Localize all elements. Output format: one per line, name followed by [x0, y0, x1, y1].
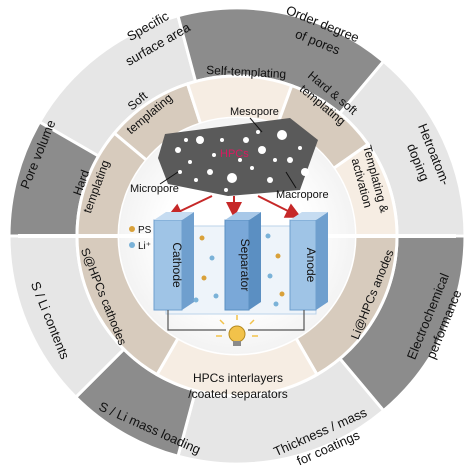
- pore: [277, 130, 287, 140]
- external-circuit-right: [248, 310, 305, 331]
- middle-label-self-templating: Self-templating: [206, 63, 287, 81]
- anode-top: [290, 212, 328, 220]
- cathode-top: [154, 212, 194, 220]
- li-ion: [193, 297, 199, 303]
- pore: [212, 153, 216, 157]
- ions-group: [193, 233, 285, 307]
- pores-group: [175, 130, 309, 192]
- li-ion: [213, 293, 219, 299]
- pore: [224, 188, 228, 192]
- pore: [267, 177, 273, 183]
- anode-plate: [289, 219, 317, 311]
- pore: [178, 170, 182, 174]
- li-ion: [267, 273, 273, 279]
- separator-plate: [224, 219, 250, 311]
- hpcs-label: HPCs: [220, 148, 249, 160]
- battery-cell: Cathode Separator Anode: [153, 212, 328, 331]
- li-ion-legend-dot: [129, 242, 135, 248]
- ps-ion-legend-dot: [129, 226, 135, 232]
- bulb-ray-2: [249, 319, 255, 325]
- ps-ion: [279, 291, 285, 297]
- middle-ring: [75, 74, 399, 398]
- pore: [301, 168, 309, 176]
- anode-label: Anode: [304, 248, 318, 283]
- pore: [256, 130, 260, 134]
- middle-label-hpcs-interlayers-1: HPCs interlayers: [193, 371, 283, 385]
- ps-ion: [201, 275, 207, 281]
- separator-top: [225, 212, 261, 220]
- pore: [273, 158, 277, 162]
- arrow-to-anode: [257, 195, 302, 218]
- ps-ion: [199, 235, 205, 241]
- pore: [238, 158, 242, 162]
- separator-side: [249, 212, 261, 310]
- cathode-label: Cathode: [170, 242, 184, 288]
- cathode-side: [182, 212, 194, 310]
- separator-label: Separator: [238, 239, 252, 292]
- pore: [258, 146, 266, 154]
- macropore-pointer: [285, 171, 297, 189]
- anode-side: [316, 212, 328, 310]
- pore: [220, 138, 224, 142]
- pore: [243, 137, 249, 143]
- li-ion: [209, 255, 215, 261]
- pore: [250, 166, 254, 170]
- macropore-label: Macropore: [276, 189, 329, 201]
- pore: [298, 146, 302, 150]
- micropore-pointer: [159, 171, 179, 185]
- pore: [287, 157, 293, 163]
- bulb-ray-1: [219, 319, 225, 325]
- pore: [175, 147, 181, 153]
- micropore-label: Micropore: [130, 183, 179, 195]
- bulb-glass: [228, 325, 246, 343]
- li-ion: [273, 301, 279, 307]
- pore: [196, 136, 204, 144]
- pore: [194, 178, 198, 182]
- middle-label-hpcs-interlayers-2: /coated separators: [188, 387, 287, 401]
- pore: [188, 160, 192, 164]
- bulb-base: [233, 341, 241, 346]
- mesopore-pointer: [249, 117, 263, 133]
- external-circuit: [167, 310, 226, 331]
- pore: [227, 173, 237, 183]
- pore: [207, 169, 213, 175]
- li-ion-label: Li⁺: [138, 241, 151, 252]
- ps-ion: [275, 253, 281, 259]
- mesopore-label: Mesopore: [230, 106, 279, 118]
- light-bulb-icon: [216, 315, 258, 346]
- li-ion: [265, 233, 271, 239]
- pore: [184, 138, 188, 142]
- porous-carbon-block: [158, 118, 318, 196]
